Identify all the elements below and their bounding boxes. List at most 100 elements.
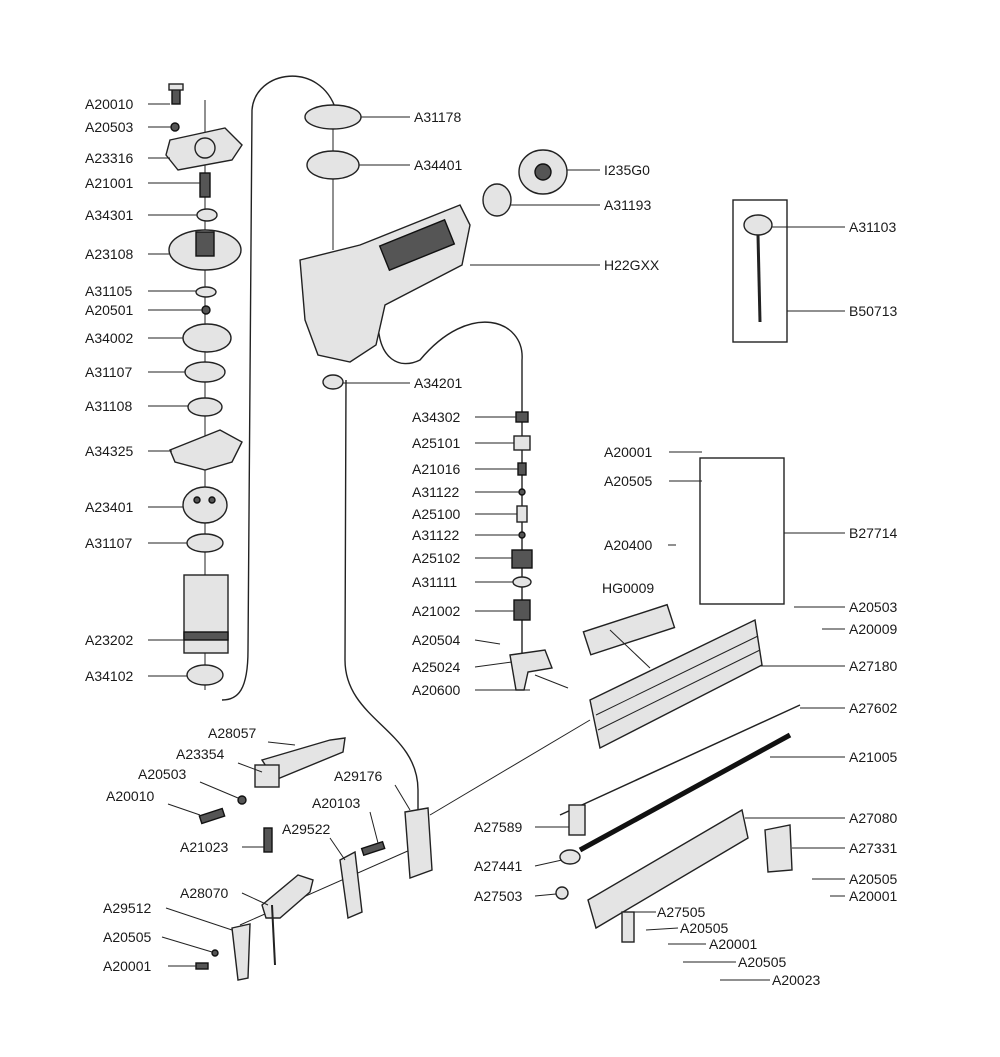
latch-lever-part (261, 874, 314, 919)
o-ring-b-part (187, 397, 223, 417)
label-a25101: A25101 (412, 435, 460, 451)
label-i235g0: I235G0 (604, 162, 650, 178)
label-a23108: A23108 (85, 246, 133, 262)
label-a20009: A20009 (849, 621, 897, 637)
top-seal-part (306, 150, 360, 180)
o-ring-a-part (184, 361, 226, 383)
label-a29512: A29512 (103, 900, 151, 916)
label-a23316: A23316 (85, 150, 133, 166)
top-o-ring-part (304, 104, 362, 130)
side-plate-part (339, 850, 363, 920)
leader-a20505-r2 (645, 927, 679, 931)
valve-plunger-part (513, 599, 531, 621)
label-a25024: A25024 (412, 659, 460, 675)
cylinder-cap-part (165, 127, 243, 171)
nose-seal-part (322, 374, 344, 390)
label-a20001-r1: A20001 (849, 888, 897, 904)
label-a21001: A21001 (85, 175, 133, 191)
label-a21016: A21016 (412, 461, 460, 477)
magazine-link-line (429, 719, 591, 816)
label-a27331: A27331 (849, 840, 897, 856)
leader-a29522 (329, 837, 346, 861)
valve-body-part (513, 435, 531, 451)
driver-inset-box (732, 199, 788, 343)
leader-a23354 (237, 762, 263, 773)
label-a27180: A27180 (849, 658, 897, 674)
label-b27714: B27714 (849, 525, 897, 541)
label-a25102: A25102 (412, 550, 460, 566)
label-a20001-mid: A20001 (604, 444, 652, 460)
body-handle-part (299, 204, 471, 363)
label-a27080: A27080 (849, 810, 897, 826)
label-a31108: A31108 (85, 398, 132, 414)
label-a34401: A34401 (414, 157, 462, 173)
label-a31111: A31111 (412, 574, 457, 590)
label-a31107-b: A31107 (85, 535, 132, 551)
leader-a28070 (241, 892, 269, 906)
valve-o-ring-a-part (518, 488, 526, 496)
label-a27505: A27505 (657, 904, 705, 920)
label-a28057: A28057 (208, 725, 256, 741)
label-a31178: A31178 (414, 109, 461, 125)
label-a20505-r2: A20505 (680, 920, 728, 936)
label-a20503-top: A20503 (85, 119, 133, 135)
leader-a20503-left (199, 781, 239, 799)
label-a20001-r2: A20001 (709, 936, 757, 952)
leader-a20103 (369, 811, 379, 844)
small-washer-part (201, 305, 211, 315)
label-a20503-left: A20503 (138, 766, 186, 782)
label-a20023: A20023 (772, 972, 820, 988)
driver-piston-part (743, 214, 773, 236)
front-screw-part (195, 962, 209, 970)
o-ring-small-part (195, 286, 217, 298)
lock-washer-part (170, 122, 180, 132)
seal-ring-part (182, 323, 232, 353)
label-a21023: A21023 (180, 839, 228, 855)
label-a20504: A20504 (412, 632, 460, 648)
piston-head-part (182, 486, 228, 524)
cylinder-head-part (168, 229, 242, 271)
label-a31107-a: A31107 (85, 364, 132, 380)
valve-stem-part (516, 505, 528, 523)
valve-cap-part (515, 411, 529, 423)
magazine-stop-part (555, 886, 569, 900)
label-a20503-right: A20503 (849, 599, 897, 615)
label-a27589: A27589 (474, 819, 522, 835)
trigger-part (509, 649, 553, 691)
leader-a29512 (165, 907, 233, 931)
label-a20505-r1: A20505 (849, 871, 897, 887)
label-a23401: A23401 (85, 499, 133, 515)
label-a34201: A34201 (414, 375, 462, 391)
label-h22gxx: H22GXX (604, 257, 660, 273)
nose-screw-part (360, 840, 386, 857)
pusher-bracket-part (568, 804, 586, 836)
end-o-ring-part (482, 183, 512, 217)
leader-a20504 (474, 639, 501, 645)
air-line-center (344, 379, 419, 830)
label-a21002: A21002 (412, 603, 460, 619)
leader-a27503 (534, 893, 557, 897)
bumper-part (186, 664, 224, 686)
label-a20400: A20400 (604, 537, 652, 553)
b27714-inset-box (699, 457, 785, 605)
label-a29522: A29522 (282, 821, 330, 837)
label-a29176: A29176 (334, 768, 382, 784)
air-line-left (221, 75, 337, 701)
latch-spring-part (263, 827, 273, 853)
front-plate-part (231, 923, 251, 981)
cylinder-part (183, 574, 229, 654)
o-ring-c-part (186, 533, 224, 553)
leader-a29176 (394, 784, 411, 811)
label-a25100: A25100 (412, 506, 460, 522)
guide-plate-part (582, 603, 676, 656)
leader-a25024 (474, 661, 513, 668)
valve-spring-part (517, 462, 527, 476)
driver-blade-part (756, 234, 762, 323)
label-a31105: A31105 (85, 283, 132, 299)
label-a31103: A31103 (849, 219, 896, 235)
leader-a20505-left (161, 936, 213, 953)
cap-screw-part (168, 83, 184, 105)
label-a28070: A28070 (180, 885, 228, 901)
label-a27441: A27441 (474, 858, 522, 874)
